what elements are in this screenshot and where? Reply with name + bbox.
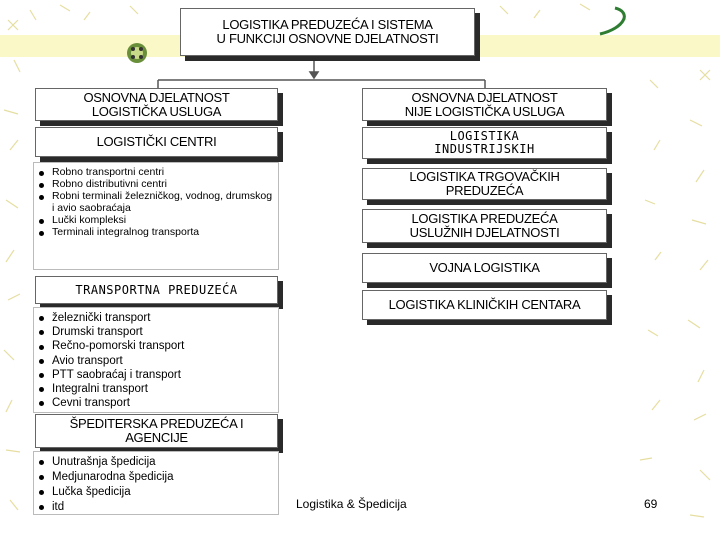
right-heading-box: OSNOVNA DJELATNOST NIJE LOGISTIČKA USLUG…	[362, 88, 607, 121]
list-item: Robno transportni centri	[38, 166, 274, 178]
right-heading-line2: NIJE LOGISTIČKA USLUGA	[404, 103, 565, 119]
trade-line1: LOGISTIKA TRGOVAČKIH	[409, 169, 560, 185]
list-item: Robni terminali železničkog, vodnog, dru…	[38, 190, 274, 214]
left-heading-line2: LOGISTIČKA USLUGA	[91, 103, 222, 119]
list-item: Unutrašnja špedicija	[38, 455, 274, 470]
list-item: Medjunarodna špedicija	[38, 470, 274, 485]
forwarding-companies-list: Unutrašnja špedicija Medjunarodna špedic…	[33, 451, 279, 515]
military-logistics-box: VOJNA LOGISTIKA	[362, 253, 607, 283]
transport-companies-list: železnički transport Drumski transport R…	[33, 307, 279, 413]
left-heading-line1: OSNOVNA DJELATNOST	[83, 89, 230, 105]
left-heading-box: OSNOVNA DJELATNOST LOGISTIČKA USLUGA	[35, 88, 278, 121]
logistic-centers-title-text: LOGISTIČKI CENTRI	[96, 134, 217, 150]
list-item: Lučki kompleksi	[38, 214, 274, 226]
top-title-line1: LOGISTIKA PREDUZEĆA I SISTEMA	[222, 17, 433, 33]
list-item: Drumski transport	[38, 325, 274, 339]
trade-line2: PREDUZEĆA	[445, 183, 524, 198]
top-title-line2: U FUNKCIJI OSNOVNE DJELATNOSTI	[216, 31, 439, 46]
ornament-icon	[127, 43, 147, 63]
industrial-line2: INDUSTRIJSKIH	[434, 142, 535, 156]
service-logistics-box: LOGISTIKA PREDUZEĆA USLUŽNIH DJELATNOSTI	[362, 209, 607, 243]
list-item: Lučka špedicija	[38, 485, 274, 500]
service-line1: LOGISTIKA PREDUZEĆA	[411, 211, 558, 227]
military-line1: VOJNA LOGISTIKA	[429, 260, 540, 276]
list-item: Integralni transport	[38, 382, 274, 396]
list-item: Rečno-pomorski transport	[38, 339, 274, 353]
logistic-centers-list: Robno transportni centri Robno distribut…	[33, 162, 279, 270]
list-item: železnički transport	[38, 311, 274, 325]
clinical-logistics-box: LOGISTIKA KLINIČKIH CENTARA	[362, 290, 607, 320]
clinical-line1: LOGISTIKA KLINIČKIH CENTARA	[388, 297, 581, 313]
list-item: itd	[38, 500, 274, 515]
list-item: PTT saobraćaj i transport	[38, 368, 274, 382]
transport-companies-title-text: TRANSPORTNA PREDUZEĆA	[75, 282, 238, 297]
right-heading-line1: OSNOVNA DJELATNOST	[411, 89, 558, 105]
transport-companies-title: TRANSPORTNA PREDUZEĆA	[35, 276, 278, 304]
forwarding-companies-title: ŠPEDITERSKA PREDUZEĆA I AGENCIJE	[35, 414, 278, 448]
page-number: 69	[644, 497, 658, 511]
list-item: Robno distributivni centri	[38, 178, 274, 190]
forwarding-title-line1: ŠPEDITERSKA PREDUZEĆA I	[69, 416, 244, 432]
forwarding-title-line2: AGENCIJE	[125, 430, 188, 445]
list-item: Avio transport	[38, 354, 274, 368]
logistic-centers-title: LOGISTIČKI CENTRI	[35, 127, 278, 157]
industrial-line1: LOGISTIKA	[449, 129, 520, 144]
footer-caption: Logistika & Špedicija	[296, 497, 407, 511]
list-item: Cevni transport	[38, 396, 274, 410]
service-line2: USLUŽNIH DJELATNOSTI	[409, 225, 560, 240]
trade-logistics-box: LOGISTIKA TRGOVAČKIH PREDUZEĆA	[362, 168, 607, 200]
top-title-box: LOGISTIKA PREDUZEĆA I SISTEMA U FUNKCIJI…	[180, 8, 475, 56]
list-item: Terminali integralnog transporta	[38, 226, 274, 238]
industrial-logistics-box: LOGISTIKA INDUSTRIJSKIH	[362, 127, 607, 159]
green-swirl-icon	[599, 6, 626, 36]
